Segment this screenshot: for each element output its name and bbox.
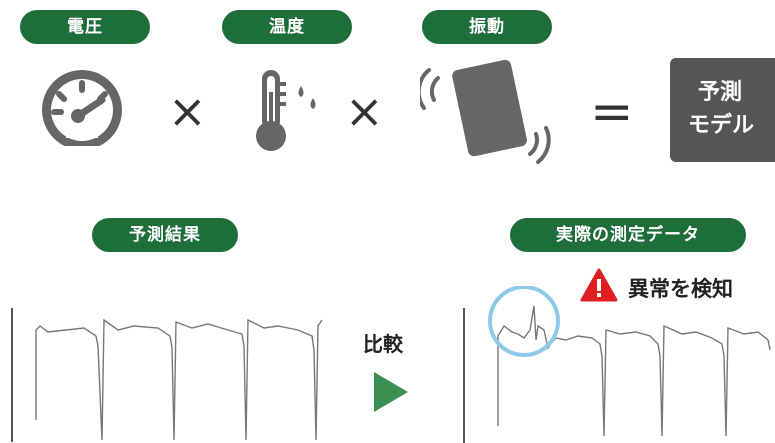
actual-data-label: 実際の測定データ: [510, 218, 746, 252]
anomaly-detected-label: 異常を検知: [628, 277, 733, 301]
vibration-label: 振動: [422, 10, 552, 44]
equals-operator: =: [590, 82, 634, 142]
voltage-label: 電圧: [20, 10, 150, 44]
thermometer-icon: [256, 70, 316, 151]
play-arrow-icon: [374, 372, 408, 412]
compare-label: 比較: [363, 332, 403, 356]
predicted-result-label: 予測結果: [92, 218, 238, 252]
prediction-model-box: 予測 モデル: [670, 58, 775, 162]
actual-waveform: [463, 286, 771, 443]
model-label-line1: 予測: [698, 80, 743, 105]
predicted-waveform: [11, 308, 323, 442]
warning-icon: [580, 268, 618, 302]
speedometer-icon: [42, 70, 122, 146]
times-operator-2: ×: [345, 84, 384, 138]
smartphone-vibration-icon: [420, 59, 551, 164]
times-operator-1: ×: [168, 84, 207, 138]
model-label-line2: モデル: [688, 113, 755, 138]
temperature-label: 温度: [222, 10, 352, 44]
